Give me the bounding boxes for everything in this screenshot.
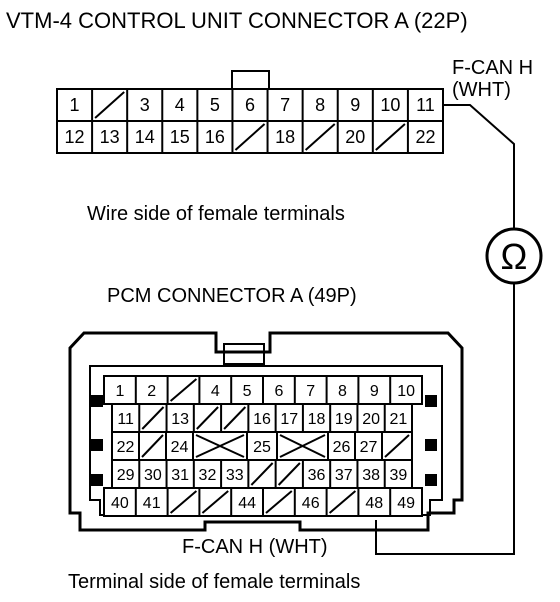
- pcm-row4-terminal: 38: [362, 467, 380, 484]
- pcm-row4-terminal: 31: [171, 467, 189, 484]
- blank-terminal-slash: [201, 490, 229, 514]
- pcm-connector: [68, 331, 464, 532]
- pcm-row5-terminal: 41: [143, 495, 161, 512]
- blank-terminal-slash: [141, 406, 165, 430]
- pcm-row2-terminal: 13: [171, 411, 189, 428]
- pcm-row4-terminal: 33: [226, 467, 244, 484]
- vtm-row2-terminal: 20: [345, 127, 365, 147]
- pcm-row5-terminal: 46: [302, 495, 320, 512]
- vtm-row1-terminal: 4: [175, 95, 185, 115]
- blank-terminal-slash: [375, 123, 406, 151]
- pcm-row1-terminal: 10: [397, 383, 415, 400]
- diagram-title: VTM-4 CONTROL UNIT CONNECTOR A (22P): [6, 8, 468, 33]
- pcm-row2-terminal: 20: [362, 411, 380, 428]
- vtm-row1-terminal: 11: [416, 95, 435, 115]
- pcm-row1-terminal: 6: [274, 383, 283, 400]
- pcm-row2-terminal: 11: [117, 411, 134, 428]
- vtm-row1-terminal: 10: [380, 95, 400, 115]
- pcm-row1-terminal: 5: [243, 383, 252, 400]
- vtm4-connector: [56, 70, 444, 154]
- pcm-row3-terminal: 22: [117, 439, 135, 456]
- pcm-row5-terminal: 49: [397, 495, 415, 512]
- vtm-row2-terminal: 14: [135, 127, 155, 147]
- blank-terminal-slash: [277, 462, 301, 486]
- blank-terminal-slash: [169, 490, 198, 514]
- pcm-row1-terminal: 4: [211, 383, 220, 400]
- pcm-row3-terminal: 24: [171, 439, 189, 456]
- vtm-row1-terminal: 9: [350, 95, 360, 115]
- wire-color-label: (WHT): [452, 79, 511, 101]
- f-can-h-label: F-CAN H: [452, 57, 533, 79]
- vtm-row1-terminal: 7: [280, 95, 290, 115]
- pcm-row4-terminal: 37: [335, 467, 353, 484]
- blank-terminal-slash: [304, 123, 336, 151]
- pcm-row4-terminal: 39: [389, 467, 407, 484]
- pcm-row1-terminal: 1: [115, 383, 124, 400]
- probe-wire-top: [443, 104, 515, 228]
- ohm-symbol: Ω: [501, 236, 528, 277]
- vtm-row1-terminal: 6: [245, 95, 255, 115]
- pcm-row1-terminal: 8: [338, 383, 347, 400]
- blank-terminal-slash: [384, 434, 410, 458]
- probe-wire-bottom: [375, 284, 515, 555]
- pcm-row4-terminal: 30: [144, 467, 162, 484]
- vtm-row2-terminal: 18: [275, 127, 295, 147]
- vtm-row1-terminal: 3: [140, 95, 150, 115]
- pcm-row1-terminal: 2: [147, 383, 156, 400]
- pcm-row5-terminal: 44: [238, 495, 256, 512]
- vtm-row1-terminal: 8: [315, 95, 325, 115]
- pcm-row4-terminal: 36: [308, 467, 326, 484]
- pcm-row3-terminal: 27: [360, 439, 378, 456]
- blank-terminal-slash: [265, 490, 293, 514]
- vtm-row2-terminal: 16: [205, 127, 225, 147]
- blank-terminal-slash: [234, 123, 266, 151]
- pcm-row4-terminal: 32: [199, 467, 217, 484]
- blank-terminal-slash: [250, 462, 274, 486]
- vtm-row2-terminal: 13: [100, 127, 120, 147]
- pcm-row1-terminal: 7: [306, 383, 315, 400]
- blank-terminal-slash: [141, 434, 164, 458]
- vtm-row2-terminal: 22: [415, 127, 435, 147]
- vtm-row1-terminal: 5: [210, 95, 220, 115]
- vtm-row1-terminal: 1: [70, 95, 80, 115]
- pcm-row2-terminal: 19: [335, 411, 353, 428]
- pcm-row2-terminal: 17: [280, 411, 298, 428]
- pcm-row2-terminal: 18: [308, 411, 326, 428]
- pcm-row4-terminal: 29: [117, 467, 135, 484]
- pcm-row5-terminal: 48: [365, 495, 383, 512]
- pcm-row2-terminal: 16: [253, 411, 271, 428]
- pcm-title: PCM CONNECTOR A (49P): [107, 285, 357, 307]
- pcm-row1-terminal: 9: [370, 383, 379, 400]
- blank-terminal-slash: [223, 406, 247, 430]
- vtm-row2-terminal: 12: [65, 127, 85, 147]
- pcm-row3-terminal: 26: [333, 439, 351, 456]
- blank-terminal-slash: [169, 378, 198, 402]
- vtm-row2-terminal: 15: [170, 127, 190, 147]
- blank-terminal-slash: [94, 91, 125, 119]
- ohmmeter-icon: [485, 227, 543, 285]
- vtm-caption: Wire side of female terminals: [87, 203, 345, 225]
- pcm-caption: Terminal side of female terminals: [68, 571, 360, 593]
- bottom-f-can-label: F-CAN H (WHT): [182, 536, 328, 558]
- pcm-row5-terminal: 40: [111, 495, 129, 512]
- pcm-row3-terminal: 25: [253, 439, 271, 456]
- pcm-row2-terminal: 21: [389, 411, 407, 428]
- blank-terminal-slash: [328, 490, 357, 514]
- blank-terminal-slash: [196, 406, 219, 430]
